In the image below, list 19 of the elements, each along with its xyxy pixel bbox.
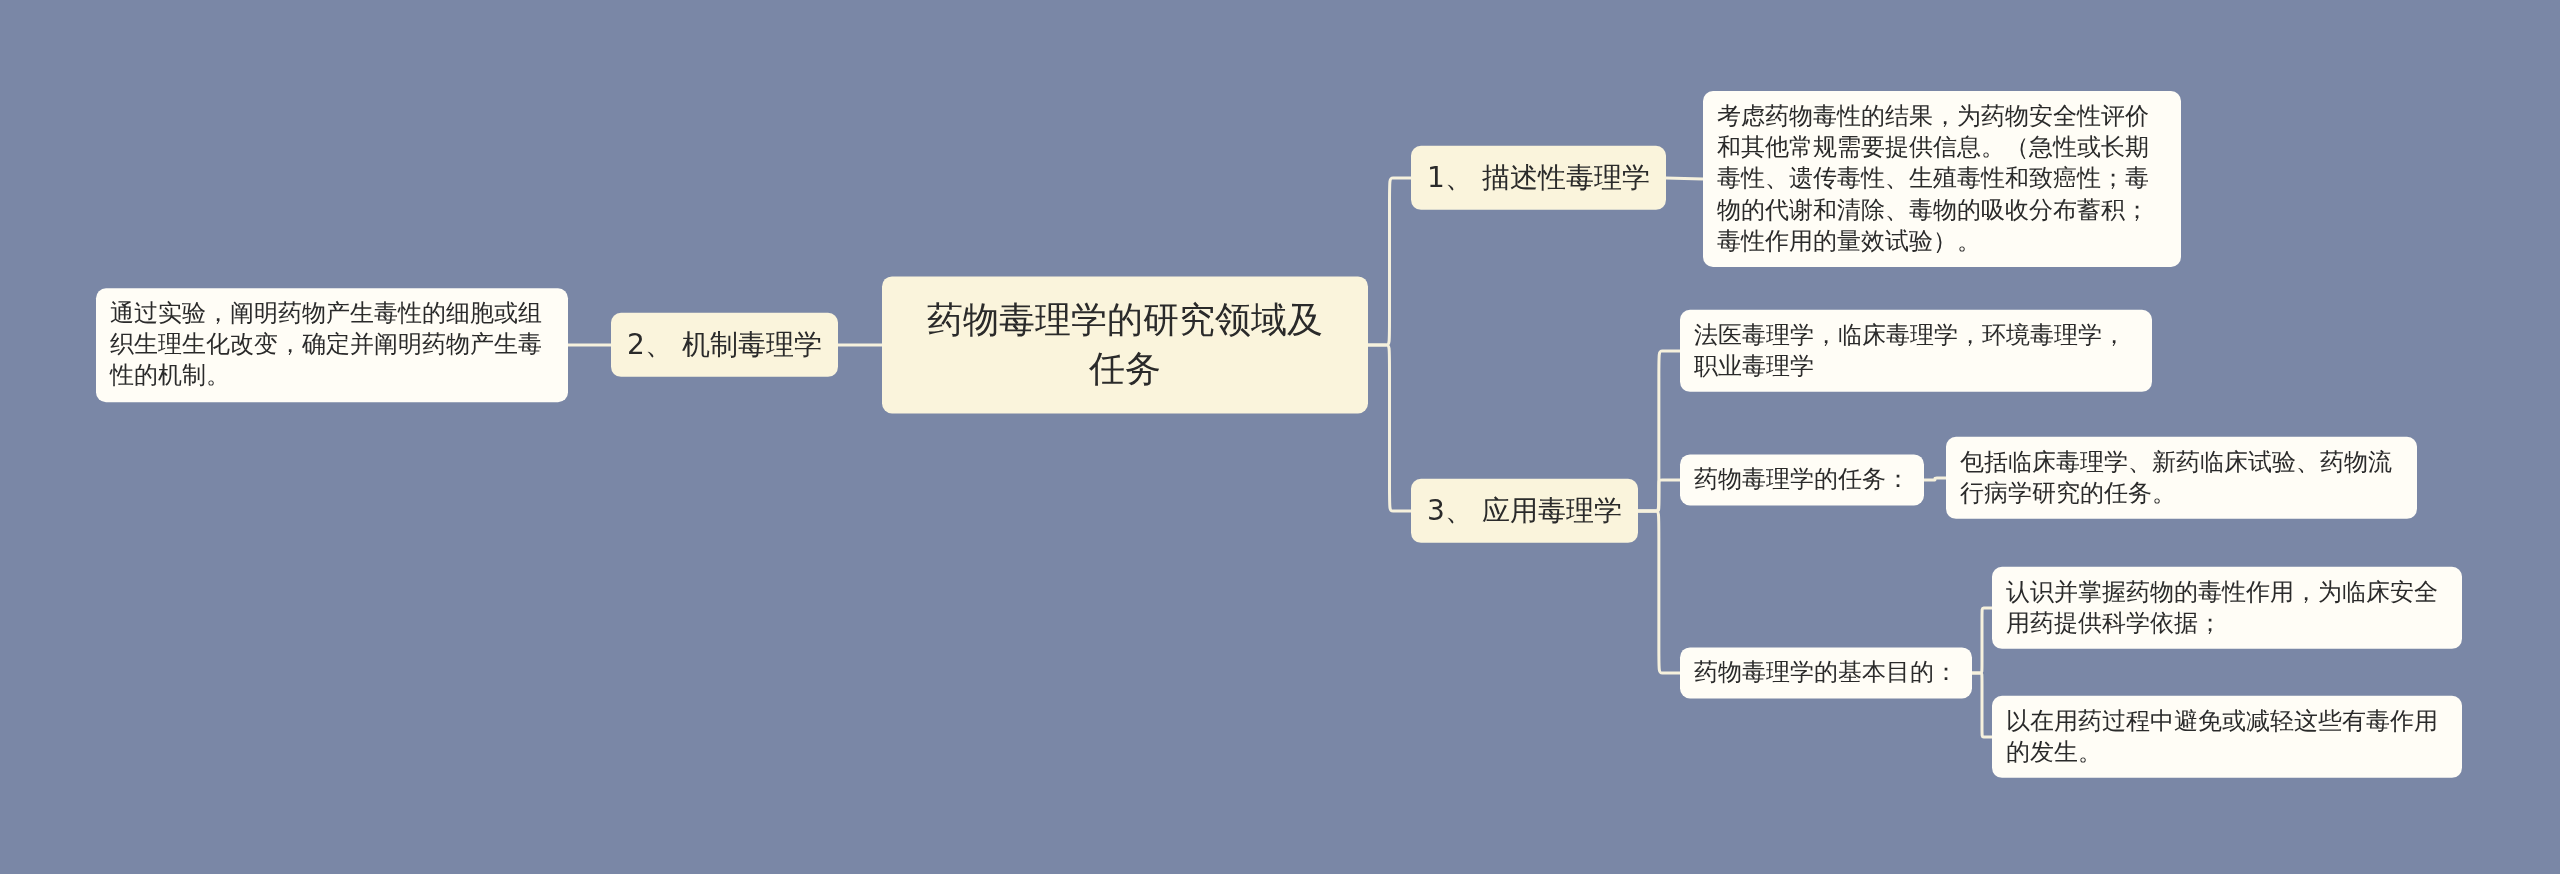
branch-box: 3、 应用毒理学	[1411, 478, 1638, 544]
note-box: 通过实验，阐明药物产生毒性的细胞或组织生理生化改变，确定并阐明药物产生毒性的机制。	[96, 288, 568, 402]
connector-line	[837, 343, 882, 347]
connector-line	[1368, 343, 1411, 513]
note-box: 以在用药过程中避免或减轻这些有毒作用的发生。	[1992, 695, 2462, 779]
connector-line	[1665, 176, 1704, 181]
branch-box: 2、 机制毒理学	[611, 312, 838, 378]
connector-line	[1924, 476, 1946, 482]
connector-line	[568, 343, 611, 347]
note-box: 认识并掌握药物的毒性作用，为临床安全用药提供科学依据；	[1992, 566, 2462, 650]
note-box: 考虑药物毒性的结果，为药物安全性评价和其他常规需要提供信息。（急性或长期毒性、遗传毒性、生殖毒性和致癌性；毒物的代谢和清除、毒物的吸收分布蓄积；毒性作用的量效试验）。	[1703, 91, 2181, 267]
connector-line	[1972, 671, 1992, 739]
note-box: 法医毒理学，临床毒理学，环境毒理学，职业毒理学	[1680, 309, 2152, 393]
note-box: 药物毒理学的基本目的：	[1680, 647, 1972, 699]
branch-box: 1、 描述性毒理学	[1411, 145, 1666, 211]
note-box: 包括临床毒理学、新药临床试验、药物流行病学研究的任务。	[1946, 436, 2417, 520]
note-box: 药物毒理学的任务：	[1680, 454, 1924, 506]
topic-box: 药物毒理学的研究领域及任务	[882, 276, 1368, 414]
connector-line	[1637, 509, 1680, 675]
